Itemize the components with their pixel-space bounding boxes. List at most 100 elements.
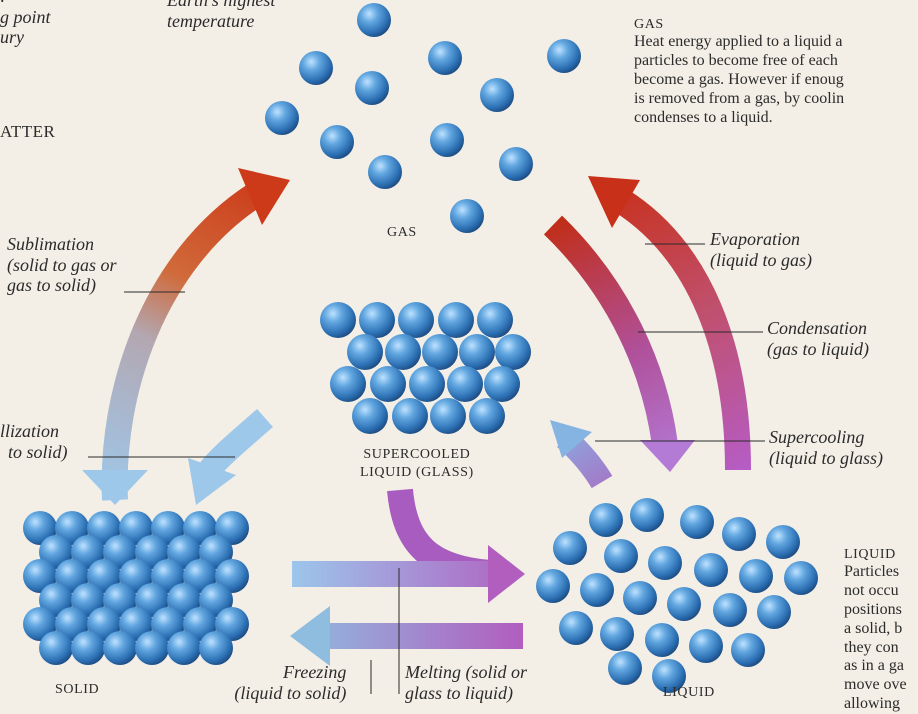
melting-label-line: glass to liquid)	[405, 683, 527, 704]
condensation-label: Condensation (gas to liquid)	[767, 318, 869, 359]
liquid-description-line: as in a ga	[844, 657, 907, 676]
gas-description-title: GAS	[634, 17, 844, 33]
supercooling-label-line: Supercooling	[769, 427, 883, 448]
particle	[630, 498, 664, 532]
crystallization-label: llization to solid)	[0, 421, 68, 462]
supercooled-label-line: SUPERCOOLED	[360, 446, 474, 464]
gas-description-box: GAS Heat energy applied to a liquid a pa…	[634, 17, 844, 127]
condensation-label-line: (gas to liquid)	[767, 339, 869, 360]
particle	[739, 559, 773, 593]
particle	[667, 587, 701, 621]
matter-heading-fragment: ATTER	[0, 122, 55, 142]
particle	[428, 41, 462, 75]
particle	[430, 123, 464, 157]
liquid-description-line: Particles	[844, 563, 907, 582]
evaporation-label: Evaporation (liquid to gas)	[710, 229, 812, 270]
particle	[167, 631, 201, 665]
particle	[347, 334, 383, 370]
liquid-state-label: LIQUID	[663, 685, 715, 701]
liquid-description-line: move ove	[844, 676, 907, 695]
liquid-description-line: a solid, b	[844, 620, 907, 639]
top-left-fragment: : g point ury	[0, 0, 51, 48]
particle	[352, 398, 388, 434]
liquid-description-box: LIQUID Particles not occu positions a so…	[844, 547, 907, 714]
particle	[370, 366, 406, 402]
supercooling-label: Supercooling (liquid to glass)	[769, 427, 883, 468]
particle	[430, 398, 466, 434]
particle	[694, 553, 728, 587]
particle	[469, 398, 505, 434]
particle	[784, 561, 818, 595]
gas-description-line: Heat energy applied to a liquid a	[634, 33, 844, 52]
temperature-fragment: Earth's highest temperature	[167, 0, 275, 31]
particle	[135, 631, 169, 665]
particle	[409, 366, 445, 402]
gas-state-label: GAS	[387, 225, 417, 241]
melting-arrow	[292, 545, 525, 603]
gas-description-line: become a gas. However if enoug	[634, 71, 844, 90]
gas-particles	[265, 3, 581, 233]
particle	[713, 593, 747, 627]
particle	[608, 651, 642, 685]
gas-description-line: is removed from a gas, by coolin	[634, 90, 844, 109]
solid-particles	[23, 511, 249, 665]
particle	[766, 525, 800, 559]
particle	[355, 71, 389, 105]
gas-description-line: condenses to a liquid.	[634, 109, 844, 128]
gas-description-line: particles to become free of each	[634, 52, 844, 71]
freezing-label-line: Freezing	[219, 662, 346, 683]
particle	[459, 334, 495, 370]
particle	[495, 334, 531, 370]
liquid-description-title: LIQUID	[844, 547, 907, 563]
particle	[477, 302, 513, 338]
particle	[648, 546, 682, 580]
particle	[39, 631, 73, 665]
particle	[320, 125, 354, 159]
particle	[265, 101, 299, 135]
particle	[645, 623, 679, 657]
particle	[547, 39, 581, 73]
particle	[484, 366, 520, 402]
particle	[447, 366, 483, 402]
supercooled-state-label: SUPERCOOLED LIQUID (GLASS)	[360, 446, 474, 482]
melting-label-line: Melting (solid or	[405, 662, 527, 683]
condensation-label-line: Condensation	[767, 318, 869, 339]
sublimation-arrow	[82, 168, 290, 505]
particle	[553, 531, 587, 565]
particle	[438, 302, 474, 338]
top-left-line: :	[0, 0, 51, 7]
particle	[385, 334, 421, 370]
liquid-description-line: allowing	[844, 695, 907, 714]
liquid-description-line: not occu	[844, 582, 907, 601]
particle	[320, 302, 356, 338]
sublimation-label-line: gas to solid)	[7, 275, 117, 296]
particle	[722, 517, 756, 551]
evaporation-label-line: (liquid to gas)	[710, 250, 812, 271]
particle	[450, 199, 484, 233]
particle	[199, 631, 233, 665]
freezing-label-line: (liquid to solid)	[219, 683, 346, 704]
liquid-particles	[536, 498, 818, 693]
particle	[499, 147, 533, 181]
liquid-description-line: they con	[844, 639, 907, 658]
particle	[604, 539, 638, 573]
particle	[731, 633, 765, 667]
particle	[357, 3, 391, 37]
supercooling-label-line: (liquid to glass)	[769, 448, 883, 469]
particle	[368, 155, 402, 189]
particle	[392, 398, 428, 434]
particle	[359, 302, 395, 338]
particle	[757, 595, 791, 629]
freezing-arrow	[290, 606, 523, 666]
supercooled-particles	[320, 302, 531, 434]
top-left-line: g point	[0, 7, 51, 28]
particle	[680, 505, 714, 539]
temperature-line: Earth's highest	[167, 0, 275, 11]
particle	[536, 569, 570, 603]
particle	[580, 573, 614, 607]
particle	[103, 631, 137, 665]
sublimation-label: Sublimation (solid to gas or gas to soli…	[7, 234, 117, 296]
particle	[623, 581, 657, 615]
melting-label: Melting (solid or glass to liquid)	[405, 662, 527, 703]
particle	[689, 629, 723, 663]
